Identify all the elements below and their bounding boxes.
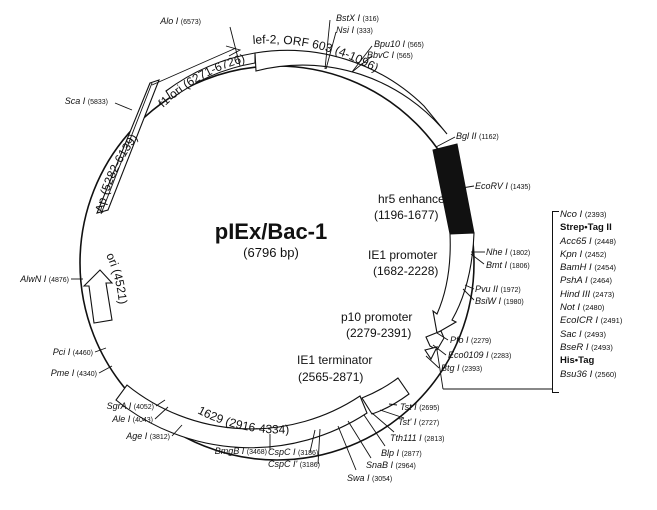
site-nsi: Nsi I (333) [336,25,373,35]
hr5-range: (1196-1677) [374,208,439,222]
mcs-site: BseR I (2493) [560,341,613,353]
site-tst: Tst I (2695) [400,402,439,412]
site-bsiw: BsiW I (1980) [475,296,524,306]
site-bpu10: Bpu10 I (565) [374,39,424,49]
plasmid-size: (6796 bp) [243,245,299,260]
p10-promoter-label: p10 promoter [341,310,412,324]
site-bmgb: BmgB I (3468) [215,446,267,456]
lef2-orf-box [254,49,448,135]
p10-promoter-range: (2279-2391) [346,326,411,340]
site-bbvc: BbvC I (565) [367,50,413,60]
site-swa: Swa I (3054) [347,473,392,483]
mcs-site: Sac I (2493) [560,328,606,340]
site-leader-lines [71,19,552,471]
ori-arrow [82,269,114,324]
mcs-site: Bsu36 I (2560) [560,368,617,380]
mcs-site: Acc65 I (2448) [560,235,617,247]
plasmid-name: pIEx/Bac-1 [215,219,328,244]
site-alo: Alo I (6573) [159,16,201,26]
site-btg: Btg I (2393) [441,363,482,373]
mcs-tag: Strep•Tag II [560,222,612,234]
site-bmt: Bmt I (1806) [486,260,530,270]
mcs-site: Hind III (2473) [560,288,615,300]
site-cspc: CspC I (3186) [268,447,318,457]
mcs-site: BamH I (2454) [560,262,617,274]
ap-label: Ap (5282-6139) [92,131,140,214]
hr5-enhancer-block [432,143,475,235]
site-cspc2: CspC I' (3186) [268,459,320,469]
site-pci: Pci I (4460) [53,347,93,357]
mcs-tag: His•Tag [560,355,595,367]
site-snab: SnaB I (2964) [366,460,416,470]
ie1-promoter-arrow [432,232,475,334]
mcs-site: PshA I (2464) [560,275,612,287]
site-bstx: BstX I (316) [336,13,379,23]
f1-ori-label: f1 ori (6271-6726) [155,51,246,110]
mcs-site: Nco I (2393) [560,209,607,220]
site-pvu: Pvu II (1972) [475,284,521,294]
mcs-site: EcoICR I (2491) [560,315,623,327]
ie1-terminator-range: (2565-2871) [298,370,363,384]
site-pfo: Pfo I (2279) [450,335,491,345]
ie1-terminator-box [361,377,410,415]
site-alwn: AlwN I (4876) [19,274,69,284]
ie1-promoter-range: (1682-2228) [373,264,438,278]
mcs-arrow [424,346,439,361]
ap-arrow [96,79,160,214]
hr5-label: hr5 enhancer [378,192,449,206]
site-sca: Sca I (5833) [65,96,108,106]
site-bgl: Bgl II (1162) [456,131,499,141]
site-pme: Pme I (4340) [51,368,97,378]
p10-promoter-arrow [425,330,445,351]
site-sgra: SgrA I (4052) [107,401,154,411]
ie1-promoter-label: IE1 promoter [368,248,437,262]
site-ale: Ale I (4043) [111,414,153,424]
site-nhe: Nhe I (1802) [486,247,530,257]
site-blp: Blp I (2877) [381,448,422,458]
site-tth111: Tth111 I (2813) [390,433,444,443]
orf1629-box [115,384,368,449]
ie1-terminator-label: IE1 terminator [297,353,372,367]
site-age: Age I (3812) [125,431,170,441]
mcs-site: Kpn I (2452) [560,248,607,260]
mcs-site: Not I (2480) [560,302,605,314]
site-eco0109: Eco0109 I (2283) [448,350,511,360]
mcs-list: Nco I (2393) Strep•Tag II Acc65 I (2448)… [560,208,622,381]
site-tst2: Tst' I (2727) [398,417,439,427]
site-ecorv: EcoRV I (1435) [475,181,531,191]
mcs-bracket [552,211,559,393]
